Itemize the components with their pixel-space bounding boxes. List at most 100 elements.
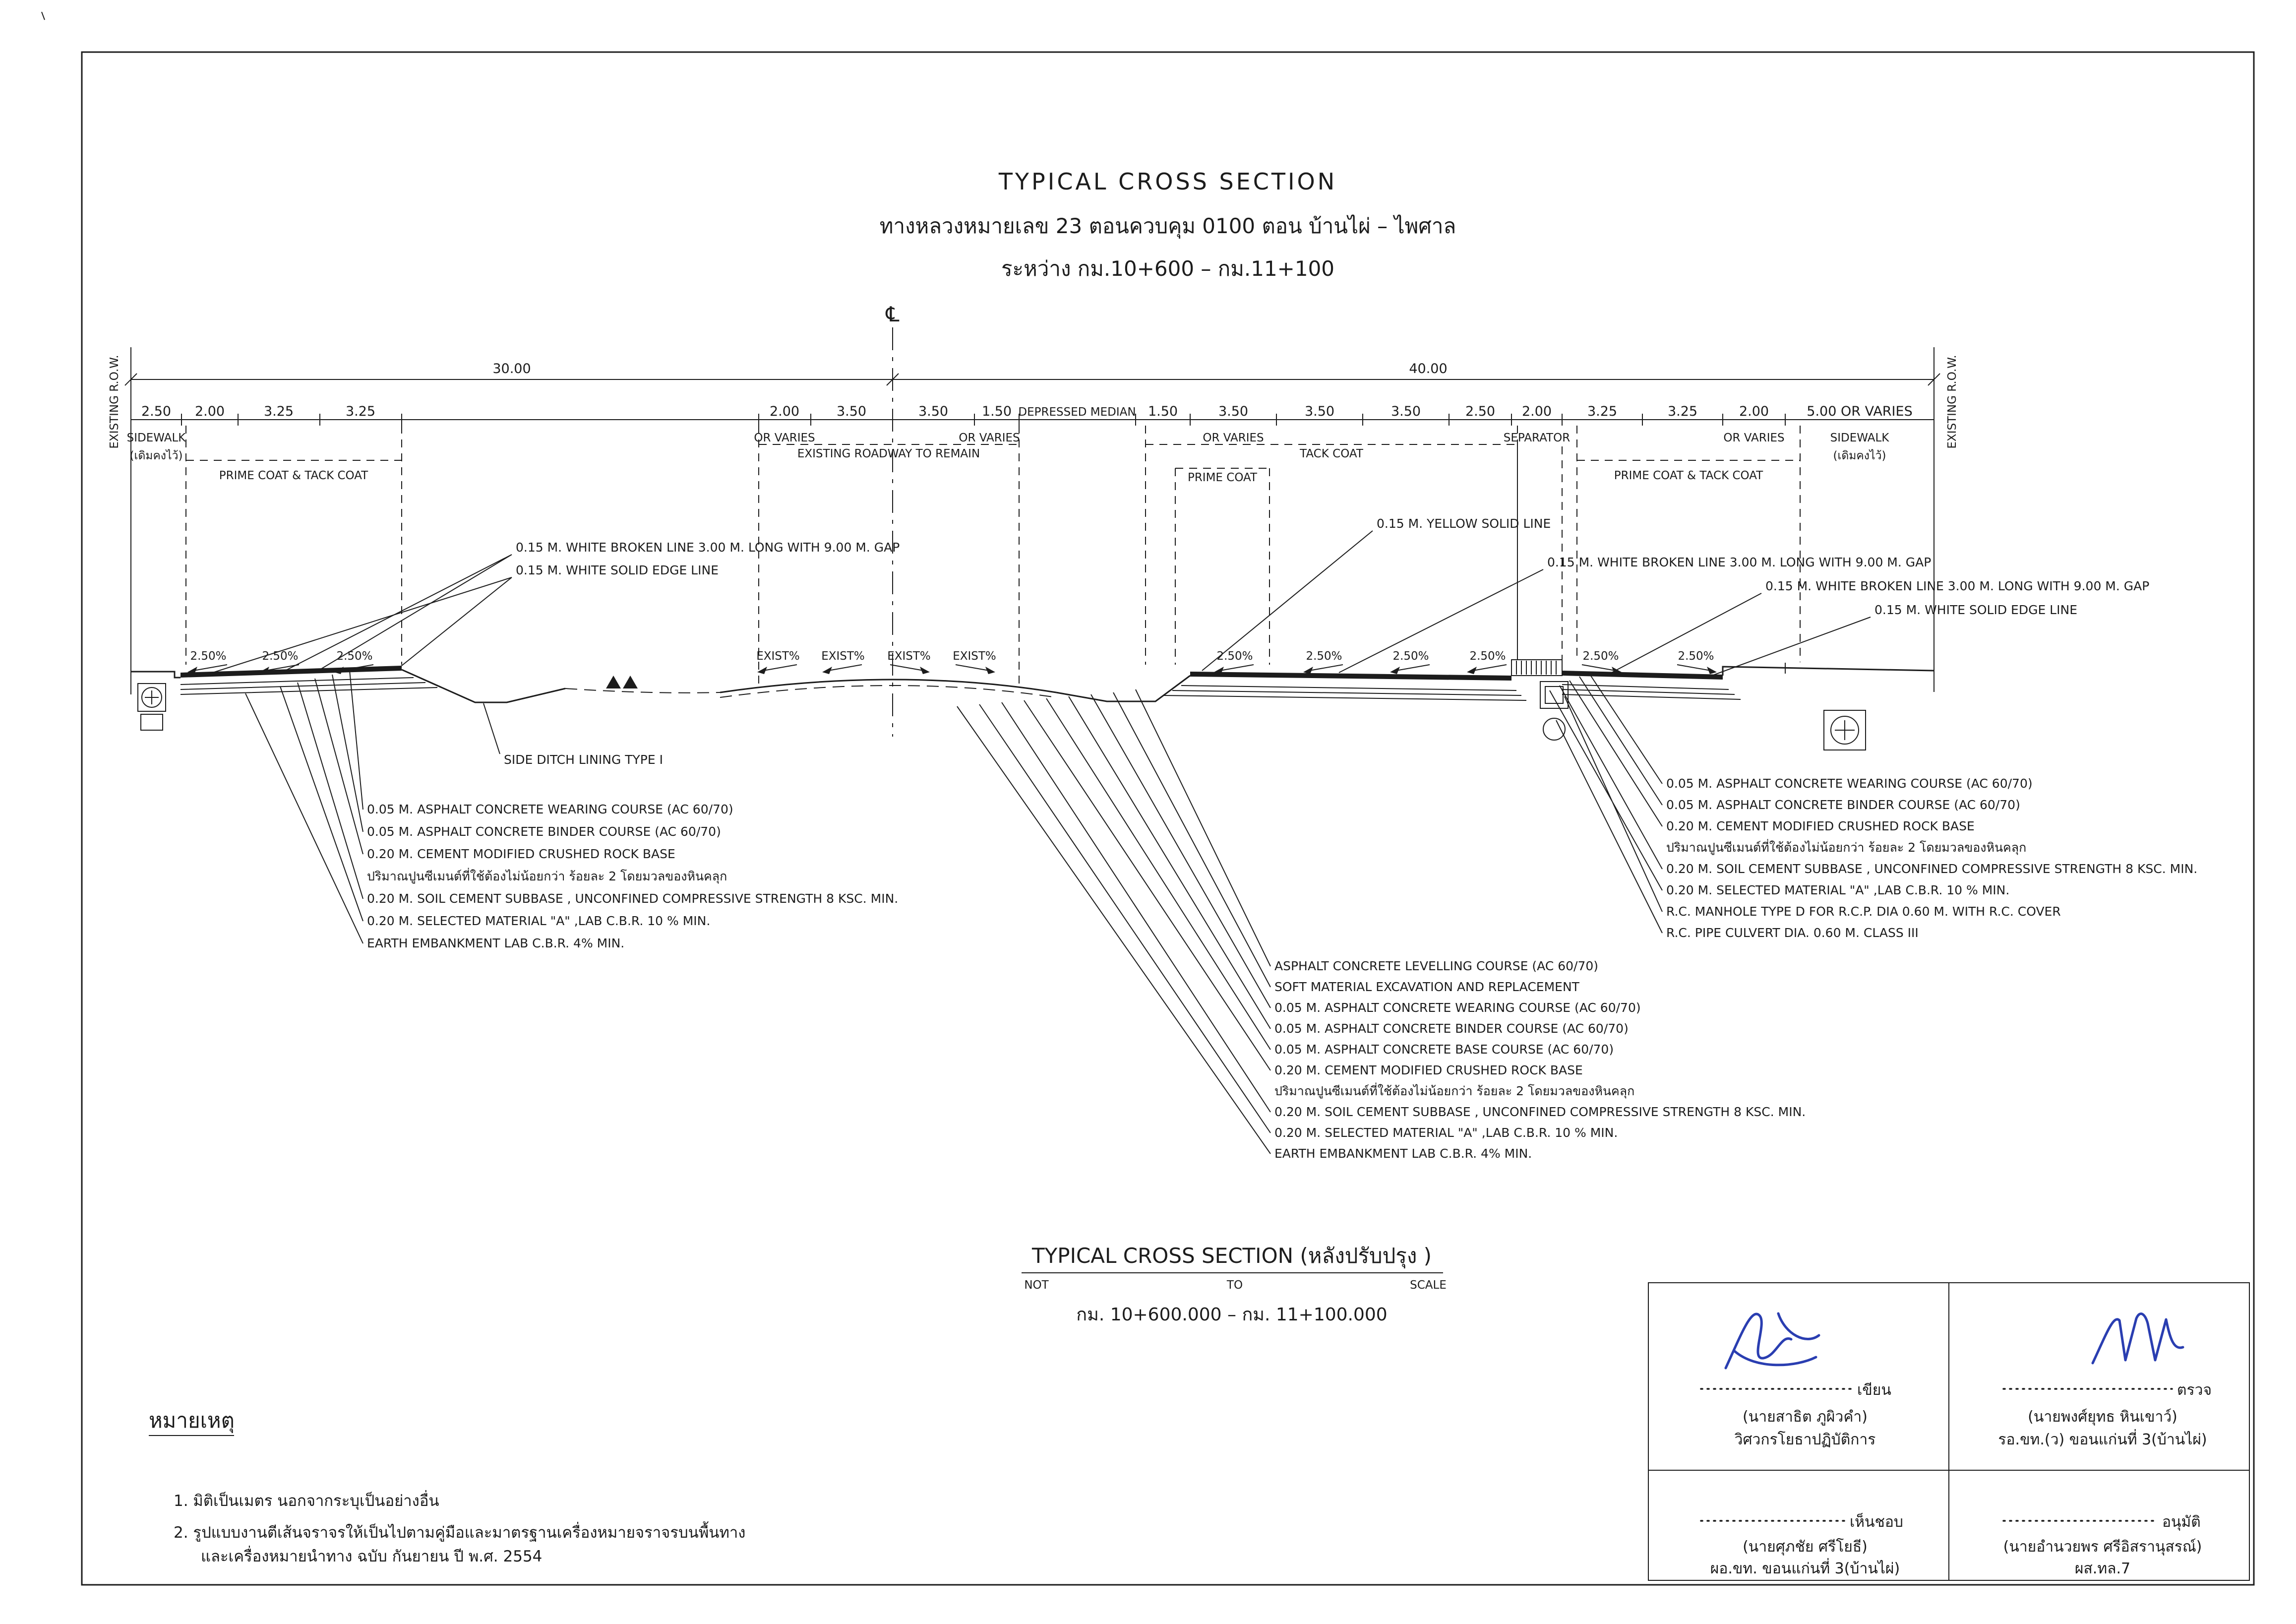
- left-callout-5: 0.20 M. SELECTED MATERIAL "A" ,LAB C.B.R…: [367, 914, 710, 928]
- sign-title-checked: รอ.ขท.(ว) ขอนแก่นที่ 3(บ้านไผ่): [1998, 1429, 2207, 1448]
- center-callout-9: EARTH EMBANKMENT LAB C.B.R. 4% MIN.: [1274, 1146, 1532, 1161]
- callout-yellow-solid: 0.15 M. YELLOW SOLID LINE: [1377, 516, 1551, 531]
- dim-right-8: 5.00 OR VARIES: [1807, 404, 1912, 419]
- segment-dimension-line: [130, 414, 1934, 426]
- note-line-3: และเครื่องหมายนำทาง ฉบับ กันยายน ปี พ.ศ.…: [201, 1546, 542, 1565]
- sign-action-agreed: เห็นชอบ: [1850, 1512, 1903, 1531]
- label-prime-tack-left: PRIME COAT & TACK COAT: [219, 469, 368, 482]
- left-callout-3: ปริมาณปูนซีเมนต์ที่ใช้ต้องไม่น้อยกว่า ร้…: [367, 868, 727, 884]
- row-lines: [130, 347, 1934, 694]
- dim-left-1: 2.00: [195, 404, 225, 419]
- dim-right-7: 2.00: [1739, 404, 1769, 419]
- footer-range: กม. 10+600.000 – กม. 11+100.000: [1076, 1305, 1387, 1325]
- callout-white-solid-left: 0.15 M. WHITE SOLID EDGE LINE: [516, 563, 719, 577]
- zone-or-varies-4: OR VARIES: [1723, 432, 1784, 444]
- center-callout-6: ปริมาณปูนซีเมนต์ที่ใช้ต้องไม่น้อยกว่า ร้…: [1274, 1082, 1634, 1099]
- slope-left-2: 2.50%: [262, 650, 298, 663]
- left-callout-2: 0.20 M. CEMENT MODIFIED CRUSHED ROCK BAS…: [367, 847, 675, 861]
- left-callout-4: 0.20 M. SOIL CEMENT SUBBASE , UNCONFINED…: [367, 891, 898, 906]
- dim-right-6: 3.25: [1668, 404, 1697, 419]
- slope-right-5: 2.50%: [1582, 650, 1619, 663]
- sheet-subtitle: ทางหลวงหมายเลข 23 ตอนควบคุม 0100 ตอน บ้า…: [880, 214, 1456, 239]
- scan-mark: [41, 11, 45, 20]
- right-callout-7: R.C. PIPE CULVERT DIA. 0.60 M. CLASS III: [1666, 926, 1919, 940]
- center-callout-0: ASPHALT CONCRETE LEVELLING COURSE (AC 60…: [1274, 959, 1598, 973]
- footer-nts-to: TO: [1226, 1279, 1243, 1292]
- dim-span-left: 30.00: [492, 361, 531, 376]
- callout-white-solid-right: 0.15 M. WHITE SOLID EDGE LINE: [1874, 603, 2077, 617]
- profile-linework: [131, 446, 1934, 750]
- slope-exist-2: EXIST%: [821, 650, 865, 663]
- left-callout-0: 0.05 M. ASPHALT CONCRETE WEARING COURSE …: [367, 802, 733, 816]
- sign-action-approved: อนุมัติ: [2162, 1513, 2201, 1531]
- callout-white-broken-right-2: 0.15 M. WHITE BROKEN LINE 3.00 M. LONG W…: [1765, 579, 2149, 593]
- zone-sidewalk-right: SIDEWALK: [1830, 432, 1890, 444]
- sign-name-agreed: (นายศุภชัย ศรีโยธี): [1743, 1538, 1868, 1556]
- signature-drawn: [1724, 1312, 1820, 1370]
- footer-nts-scale: SCALE: [1410, 1279, 1447, 1292]
- slope-right-2: 2.50%: [1306, 650, 1342, 663]
- sign-action-drawn: เขียน: [1857, 1381, 1891, 1399]
- sign-name-checked: (นายพงศ์ยุทธ หินเขาว์): [2028, 1408, 2177, 1426]
- center-callout-8: 0.20 M. SELECTED MATERIAL "A" ,LAB C.B.R…: [1274, 1125, 1618, 1140]
- center-callout-3: 0.05 M. ASPHALT CONCRETE BINDER COURSE (…: [1274, 1021, 1629, 1036]
- right-callout-2: 0.20 M. CEMENT MODIFIED CRUSHED ROCK BAS…: [1666, 819, 1975, 833]
- row-label-left: EXISTING R.O.W.: [108, 355, 121, 448]
- dim-mid-1: 3.50: [837, 404, 866, 419]
- callout-white-broken-right-1: 0.15 M. WHITE BROKEN LINE 3.00 M. LONG W…: [1547, 555, 1931, 569]
- slope-right-3: 2.50%: [1392, 650, 1429, 663]
- right-callout-3: ปริมาณปูนซีเมนต์ที่ใช้ต้องไม่น้อยกว่า ร้…: [1666, 839, 2026, 855]
- zone-or-varies-1: OR VARIES: [754, 432, 815, 444]
- right-callout-1: 0.05 M. ASPHALT CONCRETE BINDER COURSE (…: [1666, 798, 2020, 812]
- right-callout-4: 0.20 M. SOIL CEMENT SUBBASE , UNCONFINED…: [1666, 862, 2197, 876]
- note-line-2: 2. รูปแบบงานตีเส้นจราจรให้เป็นไปตามคู่มื…: [174, 1521, 745, 1542]
- main-dimension-line: [124, 373, 1940, 386]
- sign-title-drawn: วิศวกรโยธาปฏิบัติการ: [1734, 1431, 1875, 1448]
- dim-mid-3: 1.50: [982, 404, 1012, 419]
- dim-mid-4: 1.50: [1148, 404, 1178, 419]
- slope-exist-1: EXIST%: [756, 650, 800, 663]
- dim-mid-0: 2.00: [770, 404, 799, 419]
- slope-left-1: 2.50%: [190, 650, 226, 663]
- footer-title: TYPICAL CROSS SECTION (หลังปรับปรุง ): [1031, 1244, 1432, 1269]
- dim-right-3: 2.50: [1465, 404, 1495, 419]
- slope-right-1: 2.50%: [1216, 650, 1253, 663]
- zone-or-varies-3: OR VARIES: [1203, 432, 1264, 444]
- sheet-range: ระหว่าง กม.10+600 – กม.11+100: [1001, 256, 1334, 281]
- slope-exist-4: EXIST%: [953, 650, 996, 663]
- right-callout-0: 0.05 M. ASPHALT CONCRETE WEARING COURSE …: [1666, 776, 2033, 791]
- dim-left-2: 3.25: [264, 404, 294, 419]
- note-line-1: 1. มิติเป็นเมตร นอกจากระบุเป็นอย่างอื่น: [174, 1490, 439, 1510]
- center-callout-7: 0.20 M. SOIL CEMENT SUBBASE , UNCONFINED…: [1274, 1105, 1806, 1119]
- zone-sidewalk-left-thai: (เดิมคงไว้): [129, 449, 182, 462]
- callout-white-broken-left: 0.15 M. WHITE BROKEN LINE 3.00 M. LONG W…: [516, 540, 900, 555]
- right-callout-6: R.C. MANHOLE TYPE D FOR R.C.P. DIA 0.60 …: [1666, 904, 2061, 919]
- label-tack-coat: TACK COAT: [1299, 447, 1364, 460]
- dim-right-1: 3.50: [1305, 404, 1334, 419]
- signature-table: [1648, 1282, 2250, 1581]
- left-callout-6: EARTH EMBANKMENT LAB C.B.R. 4% MIN.: [367, 936, 624, 950]
- slope-right-6: 2.50%: [1678, 650, 1714, 663]
- dim-right-4: 2.00: [1522, 404, 1552, 419]
- row-label-right: EXISTING R.O.W.: [1946, 355, 1959, 448]
- dim-left-0: 2.50: [141, 404, 171, 419]
- left-stack-leaders: [245, 670, 363, 944]
- drawing-frame: [81, 51, 2255, 1586]
- zone-separator: SEPARATOR: [1504, 432, 1570, 444]
- sign-action-checked: ตรวจ: [2177, 1381, 2212, 1399]
- sign-title-agreed: ผอ.ขท. ขอนแก่นที่ 3(บ้านไผ่): [1710, 1558, 1900, 1577]
- slope-arrows: [187, 664, 1717, 674]
- notes-heading: หมายเหตุ: [149, 1408, 235, 1434]
- center-callout-2: 0.05 M. ASPHALT CONCRETE WEARING COURSE …: [1274, 1000, 1641, 1015]
- sign-name-approved: (นายอำนวยพร ศรีอิสรานุสรณ์): [2003, 1538, 2202, 1556]
- dim-right-0: 3.50: [1218, 404, 1248, 419]
- zone-sidewalk-left: SIDEWALK: [127, 432, 186, 444]
- zone-or-varies-2: OR VARIES: [959, 432, 1020, 444]
- signature-checked: [2091, 1312, 2184, 1365]
- dim-left-3: 3.25: [346, 404, 375, 419]
- label-prime-coat: PRIME COAT: [1188, 471, 1258, 484]
- callout-side-ditch: SIDE DITCH LINING TYPE I: [504, 752, 663, 767]
- dim-right-5: 3.25: [1587, 404, 1617, 419]
